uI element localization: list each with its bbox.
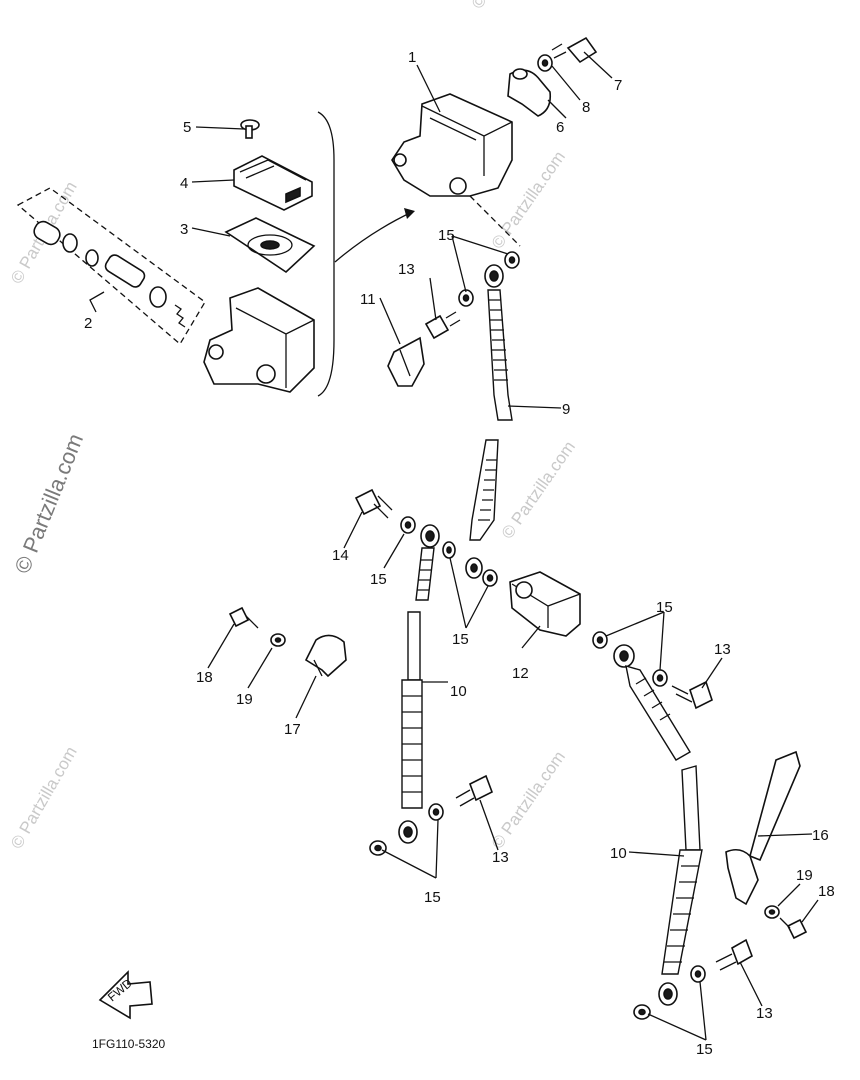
washer-part-15-right xyxy=(592,631,668,687)
callout-18-left: 18 xyxy=(196,669,213,686)
bolt-part-14 xyxy=(354,488,393,519)
hose-part-10-right xyxy=(613,644,703,1006)
callout-15-bottom: 15 xyxy=(696,1041,713,1058)
union-bolt-part-13-right xyxy=(671,680,713,710)
callout-17: 17 xyxy=(284,721,301,738)
watermark: © Partzilla.com xyxy=(498,438,579,543)
bolt-part-7 xyxy=(551,36,598,64)
forward-arrow: FWD xyxy=(98,970,153,1020)
union-bolt-part-13-lower-left xyxy=(455,774,494,807)
washer-part-15-bottom xyxy=(633,965,706,1020)
leader-lines xyxy=(89,51,819,1041)
screw-part-5 xyxy=(240,119,260,139)
nut-part-19 xyxy=(270,633,286,647)
piston-kit-part-2 xyxy=(16,187,206,345)
callout-19-left: 19 xyxy=(236,691,253,708)
nut-part-19-right xyxy=(764,905,780,919)
bracket-part-16 xyxy=(725,750,801,906)
washer-part-8 xyxy=(537,54,553,72)
callout-19-right: 19 xyxy=(796,867,813,884)
cap-part-4 xyxy=(233,155,313,211)
diaphragm-part-3 xyxy=(224,217,316,274)
callout-11: 11 xyxy=(360,291,376,308)
cover-part-11 xyxy=(387,336,425,387)
washer-part-15-lower-left xyxy=(369,803,444,856)
callout-8: 8 xyxy=(582,99,590,116)
hose-part-10-left xyxy=(398,524,440,844)
callout-15-top: 15 xyxy=(438,227,455,244)
joint-part-12 xyxy=(509,571,581,637)
washer-part-15 xyxy=(458,251,520,307)
callout-9: 9 xyxy=(562,401,570,418)
callout-15-right: 15 xyxy=(656,599,673,616)
callout-13-bottom: 13 xyxy=(756,1005,773,1022)
callout-1: 1 xyxy=(408,49,416,66)
master-cylinder-part-1 xyxy=(391,93,521,247)
callout-18-right: 18 xyxy=(818,883,835,900)
screw-part-18 xyxy=(228,606,259,629)
callout-15-lower: 15 xyxy=(424,889,441,906)
clamp-part-6 xyxy=(507,68,552,117)
callout-10-left: 10 xyxy=(450,683,467,700)
callout-13-top: 13 xyxy=(398,261,415,278)
watermark-main: © Partzilla.com xyxy=(9,430,88,577)
clamp-part-17 xyxy=(304,634,347,678)
callout-12: 12 xyxy=(512,665,529,682)
watermark: © Partzilla.com xyxy=(7,743,81,852)
watermark: © Partzilla.com xyxy=(488,748,569,853)
callout-7: 7 xyxy=(614,77,622,94)
union-bolt-part-13-bottom xyxy=(715,938,753,971)
callout-10-right: 10 xyxy=(610,845,627,862)
callout-2: 2 xyxy=(84,315,92,332)
callout-13-right: 13 xyxy=(714,641,731,658)
callout-13-middle: 13 xyxy=(492,849,509,866)
hose-part-9-lower xyxy=(465,439,499,579)
callout-15-left: 15 xyxy=(370,571,387,588)
callout-5: 5 xyxy=(183,119,191,136)
callout-16: 16 xyxy=(812,827,829,844)
callout-4: 4 xyxy=(180,175,188,192)
hose-part-9 xyxy=(484,264,513,421)
callout-labels: 1 2 3 4 5 6 7 8 9 10 10 11 12 13 13 13 1… xyxy=(84,49,835,1058)
master-cylinder-body xyxy=(203,287,315,393)
callout-14: 14 xyxy=(332,547,349,564)
washer-part-15-middle xyxy=(400,516,498,587)
callout-6: 6 xyxy=(556,119,564,136)
drawing-code: 1FG110-5320 xyxy=(92,1037,165,1051)
callout-15-middle: 15 xyxy=(452,631,469,648)
watermark: © Partzilla.com xyxy=(468,0,549,12)
union-bolt-part-13 xyxy=(424,311,461,340)
master-cylinder-exploded xyxy=(16,111,415,397)
callout-3: 3 xyxy=(180,221,188,238)
screw-part-18-right xyxy=(779,917,808,940)
